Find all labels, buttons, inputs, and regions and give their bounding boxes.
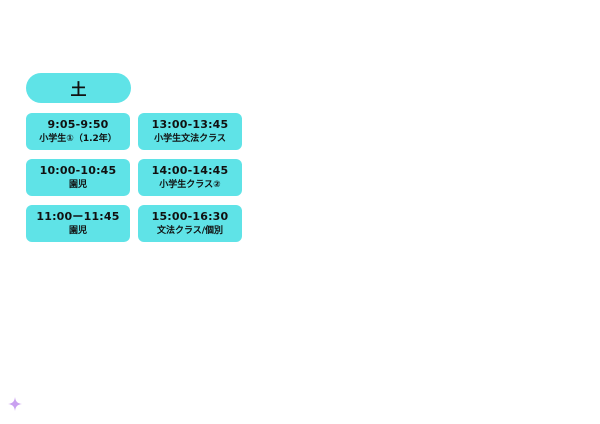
- slot-time: 11:00ー11:45: [36, 210, 120, 223]
- slot-card[interactable]: 10:00-10:45 園児: [26, 159, 130, 196]
- slot-label: 文法クラス/個別: [156, 225, 224, 236]
- sparkle-icon: [8, 396, 22, 411]
- slot-card[interactable]: 13:00-13:45 小学生文法クラス: [138, 113, 242, 150]
- slot-label: 園児: [68, 179, 87, 190]
- slot-label: 小学生文法クラス: [154, 133, 226, 144]
- slot-card[interactable]: 15:00-16:30 文法クラス/個別: [138, 205, 242, 242]
- slot-label: 園児: [68, 225, 87, 236]
- day-label: 土: [70, 80, 87, 99]
- slot-label: 小学生①（1.2年）: [39, 133, 117, 144]
- slot-time: 13:00-13:45: [151, 118, 229, 131]
- slot-card[interactable]: 9:05-9:50 小学生①（1.2年）: [26, 113, 130, 150]
- sparkle-icon-graphic: [8, 397, 22, 411]
- slot-time: 15:00-16:30: [151, 210, 229, 223]
- slot-time: 9:05-9:50: [47, 118, 109, 131]
- slot-time: 14:00-14:45: [151, 164, 229, 177]
- slot-label: 小学生クラス②: [159, 179, 221, 190]
- slot-card[interactable]: 14:00-14:45 小学生クラス②: [138, 159, 242, 196]
- day-header-saturday: 土: [26, 73, 131, 103]
- slot-time: 10:00-10:45: [39, 164, 117, 177]
- slot-card[interactable]: 11:00ー11:45 園児: [26, 205, 130, 242]
